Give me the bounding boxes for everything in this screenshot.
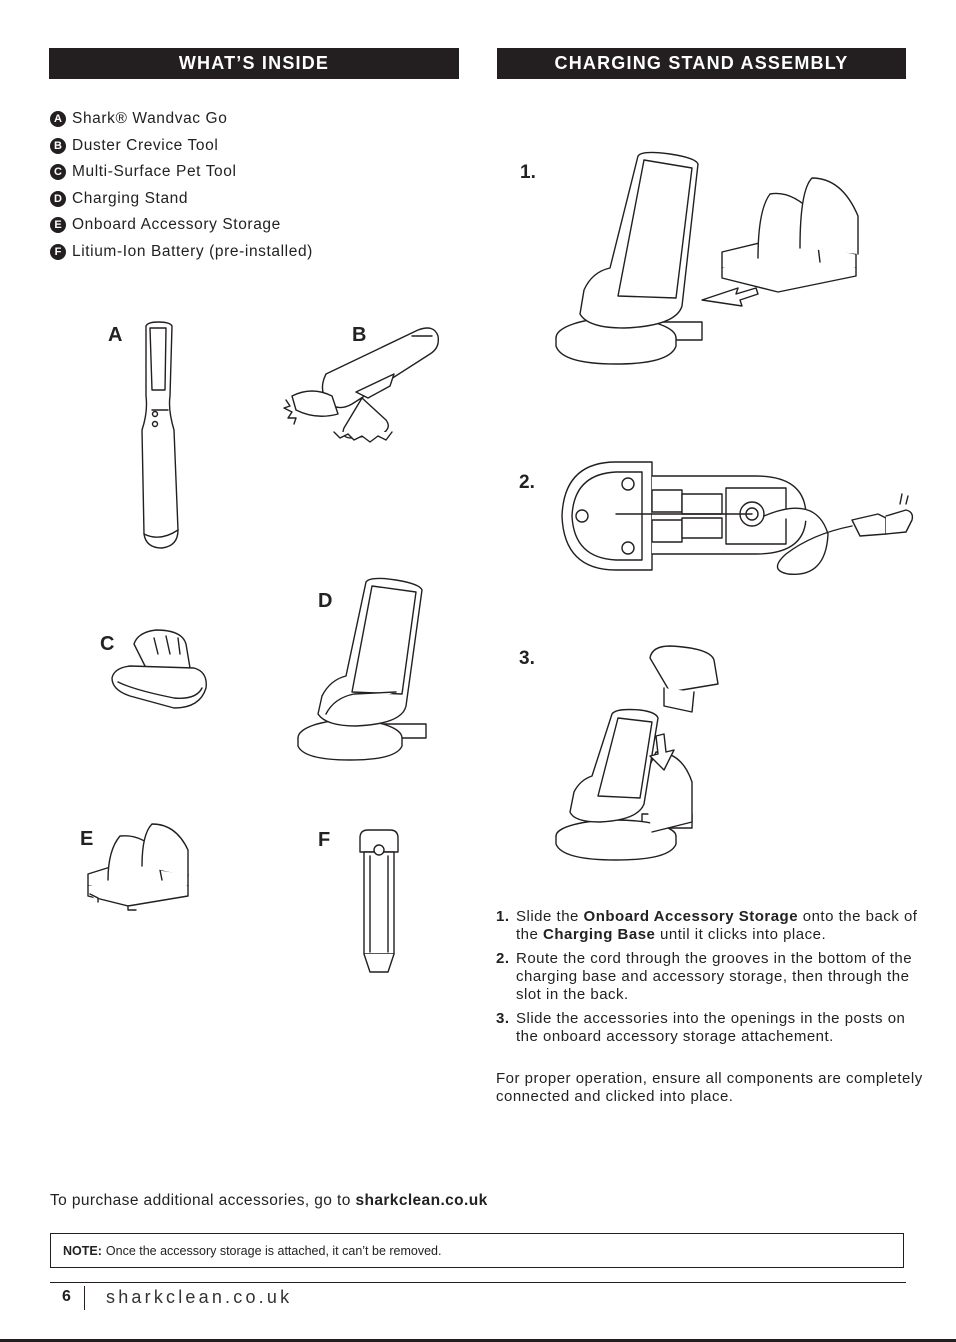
step-label-2: 2.: [519, 472, 535, 494]
accessory-storage-illustration: [84, 820, 194, 912]
note-label: NOTE:: [63, 1244, 102, 1258]
step-item: 2. Route the cord through the grooves in…: [496, 950, 926, 1004]
charging-stand-illustration: [296, 574, 432, 762]
note-box: NOTE:Once the accessory storage is attac…: [50, 1233, 904, 1268]
step-item: 1. Slide the Onboard Accessory Storage o…: [496, 908, 926, 944]
letter-badge: B: [50, 138, 66, 154]
closing-text: For proper operation, ensure all compone…: [496, 1070, 926, 1106]
assembly-steps: 1. Slide the Onboard Accessory Storage o…: [496, 908, 926, 1052]
step-1-illustration: [552, 150, 862, 368]
battery-illustration: [356, 828, 402, 976]
step-label-3: 3.: [519, 648, 535, 670]
footer-url: sharkclean.co.uk: [106, 1287, 292, 1308]
purchase-link[interactable]: sharkclean.co.uk: [355, 1192, 487, 1209]
letter-badge: A: [50, 111, 66, 127]
step-2-illustration: [556, 454, 916, 580]
footer-rule: [50, 1282, 906, 1283]
figure-label-a: A: [108, 324, 122, 347]
step-item: 3. Slide the accessories into the openin…: [496, 1010, 926, 1046]
pet-tool-illustration: [108, 628, 210, 712]
page-number: 6: [62, 1288, 71, 1306]
footer-divider: [84, 1286, 85, 1310]
letter-badge: F: [50, 244, 66, 260]
purchase-text: To purchase additional accessories, go t…: [50, 1192, 488, 1210]
letter-badge: D: [50, 191, 66, 207]
wandvac-illustration: [130, 320, 190, 552]
letter-badge: E: [50, 217, 66, 233]
step-label-1: 1.: [520, 162, 536, 184]
letter-badge: C: [50, 164, 66, 180]
duster-crevice-tool-illustration: [282, 322, 444, 446]
step-3-illustration: [552, 642, 728, 864]
whats-inside-header: WHAT’S INSIDE: [49, 48, 459, 79]
figure-label-f: F: [318, 829, 330, 852]
charging-stand-assembly-header: CHARGING STAND ASSEMBLY: [497, 48, 906, 79]
